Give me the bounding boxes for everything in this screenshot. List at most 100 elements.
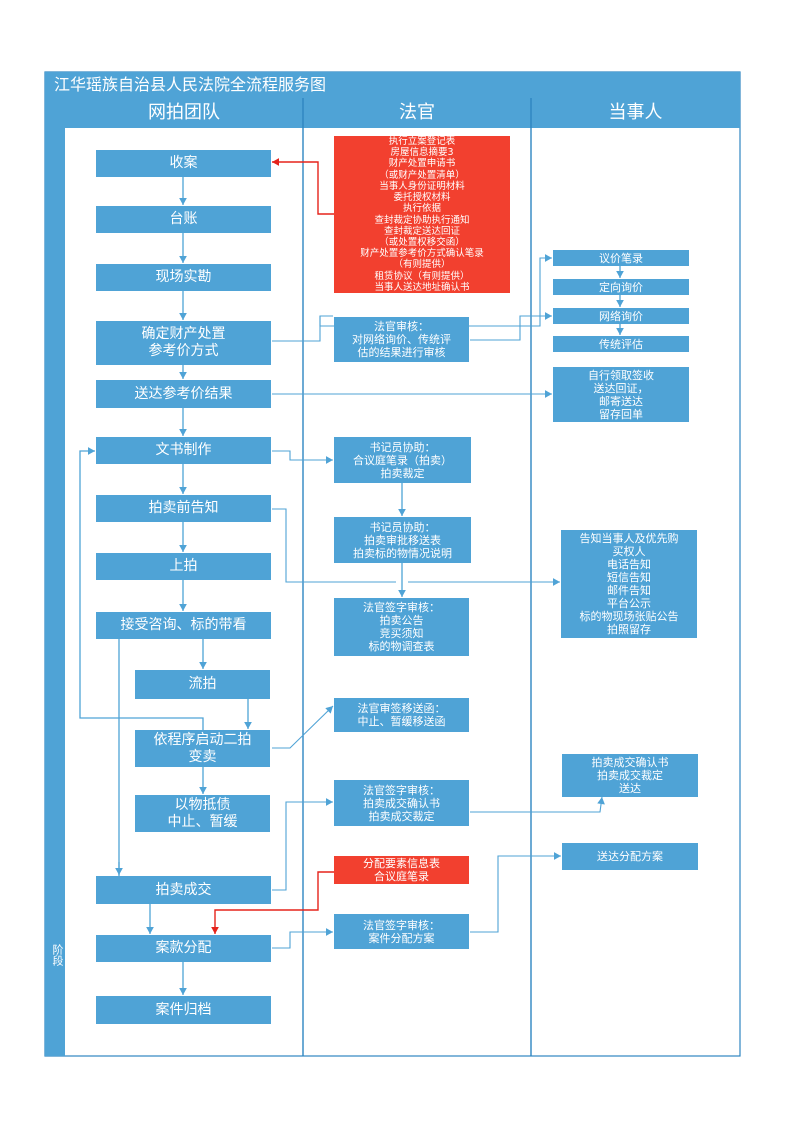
box-text-line: 执行依据: [402, 203, 441, 215]
box-text-line: 中止、暂缓: [167, 813, 238, 830]
party-box-p5: 自行领取签收送达回证，邮寄送达留存回单: [553, 367, 689, 422]
box-text-line: 法官审签移送函：: [357, 702, 446, 715]
judge-sign-box-1: 法官签字审核：拍卖公告竞买须知标的物调查表: [334, 598, 469, 656]
box-text-line: 标的物现场张贴公告: [579, 610, 679, 623]
side-label: 阶段: [51, 944, 64, 966]
box-text-line: 接受咨询、标的带看: [120, 617, 247, 633]
box-text-line: 拍卖成交确认书: [591, 756, 669, 769]
team-step-s10: 流拍: [135, 670, 270, 699]
box-text-line: 上拍: [169, 558, 198, 574]
box-text-line: 参考价方式: [148, 343, 219, 359]
box-text-line: 拍卖成交裁定: [368, 809, 435, 823]
box-text-line: 案款分配: [155, 940, 212, 956]
box-text-line: 案件归档: [155, 1001, 212, 1018]
box-text-line: 送达回证，: [593, 381, 649, 395]
box-text-line: 法官签字审核：: [363, 783, 440, 797]
box-text-line: 合议庭笔录: [374, 870, 429, 883]
box-text-line: 网络询价: [599, 309, 643, 323]
flow-connector: [272, 801, 333, 891]
arrowhead: [179, 256, 187, 263]
box-text-line: 送达参考价结果: [134, 385, 233, 402]
flow-connector: [272, 450, 333, 461]
box-text-line: 标的物调查表: [368, 640, 435, 653]
box-text-line: 查封裁定送达回证: [383, 225, 460, 237]
arrowhead: [398, 509, 406, 516]
arrowhead: [597, 797, 605, 805]
party-box-p8: 送达分配方案: [562, 843, 698, 870]
flow-connector: [272, 315, 333, 342]
arrowhead: [326, 798, 333, 806]
box-text-line: 租赁协议（有则提供）: [374, 270, 470, 282]
box-text-line: 变卖: [188, 748, 217, 765]
arrowhead: [616, 328, 624, 335]
box-text-line: 委托授权材料: [393, 192, 451, 204]
flow-connector: [470, 315, 552, 341]
box-text-line: 送达: [619, 782, 641, 795]
side-strip: [45, 98, 65, 1056]
arrowhead: [179, 988, 187, 995]
box-text-line: 法官审核：: [374, 320, 429, 333]
party-box-p7: 拍卖成交确认书拍卖成交裁定送达: [562, 754, 698, 797]
arrowhead: [616, 300, 624, 307]
box-text-line: 书记员协助：: [369, 440, 436, 454]
box-text-line: 拍卖审批移送表: [364, 533, 441, 547]
box-text-line: 分配要素信息表: [363, 857, 440, 870]
team-step-s12: 以物抵债中止、暂缓: [135, 795, 270, 832]
clerk-assist-box-2: 书记员协助：拍卖审批移送表拍卖标的物情况说明: [334, 517, 471, 563]
box-text-line: 平台公示: [607, 597, 651, 610]
team-step-s3: 现场实勘: [96, 264, 271, 291]
box-text-line: 财产处置申请书: [388, 158, 456, 170]
lane-header-bar: [65, 98, 740, 128]
box-text-line: 确定财产处置: [141, 326, 226, 342]
judge-review-box: 法官审核：对网络询价、传统评估的结果进行审核: [334, 317, 469, 362]
judge-transfer-letter-box: 法官审签移送函：中止、暂缓移送函: [334, 698, 469, 732]
arrowhead: [272, 158, 279, 166]
team-step-s2: 台账: [96, 206, 271, 233]
party-box-p1: 议价笔录: [553, 250, 689, 266]
box-text-line: 合议庭笔录（拍卖）: [353, 453, 452, 467]
arrowhead: [179, 604, 187, 611]
flow-connector: [272, 508, 396, 583]
arrowhead: [199, 662, 207, 669]
team-step-s8: 上拍: [96, 553, 271, 580]
arrowhead: [553, 578, 560, 586]
party-box-p6: 告知当事人及优先购买权人电话告知短信告知邮件告知平台公示标的物现场张贴公告拍照留…: [561, 530, 697, 638]
box-text-line: 当事人身份证明材料: [379, 180, 465, 192]
box-text-line: 台账: [169, 211, 198, 227]
team-step-s6: 文书制作: [96, 437, 271, 464]
team-step-s7: 拍卖前告知: [96, 495, 271, 522]
lane-header: 当事人: [608, 102, 663, 123]
arrowhead: [326, 456, 333, 464]
team-step-s13: 拍卖成交: [96, 876, 271, 904]
arrowhead: [115, 868, 123, 875]
arrowhead: [179, 313, 187, 320]
arrowhead: [179, 372, 187, 379]
box-text-line: 执行立案登记表: [388, 136, 456, 148]
party-box-p2: 定向询价: [553, 279, 689, 295]
box-text-line: 以物抵债: [174, 796, 231, 813]
arrowhead: [179, 487, 187, 494]
arrowhead: [88, 447, 95, 455]
team-step-s1: 收案: [96, 150, 271, 177]
judge-sign-box-3: 法官签字审核：案件分配方案: [334, 914, 469, 949]
box-text-line: 拍照留存: [607, 623, 651, 636]
box-text-line: 传统评估: [599, 337, 643, 351]
box-text-line: 送达分配方案: [597, 850, 663, 863]
box-text-line: 短信告知: [607, 571, 651, 584]
team-step-s14: 案款分配: [96, 935, 271, 962]
box-text-line: 当事人送达地址确认书: [374, 281, 470, 293]
box-text-line: 流拍: [188, 676, 217, 692]
team-step-s11: 依程序启动二拍变卖: [135, 730, 270, 767]
box-text-line: 依程序启动二拍: [153, 731, 252, 748]
clerk-assist-box-1: 书记员协助：合议庭笔录（拍卖）拍卖裁定: [334, 437, 471, 483]
box-text-line: 竞买须知: [379, 627, 424, 640]
box-text-line: 对网络询价、传统评: [352, 333, 451, 346]
box-text-line: 拍卖成交裁定: [597, 769, 663, 782]
box-text-line: 书记员协助：: [369, 520, 436, 534]
lane-header: 法官: [399, 102, 435, 123]
judge-sign-box-2: 法官签字审核：拍卖成交确认书拍卖成交裁定: [334, 780, 469, 826]
box-text-line: 法官签字审核：: [363, 918, 440, 932]
arrowhead: [244, 722, 252, 729]
box-text-line: 买权人: [612, 545, 646, 558]
